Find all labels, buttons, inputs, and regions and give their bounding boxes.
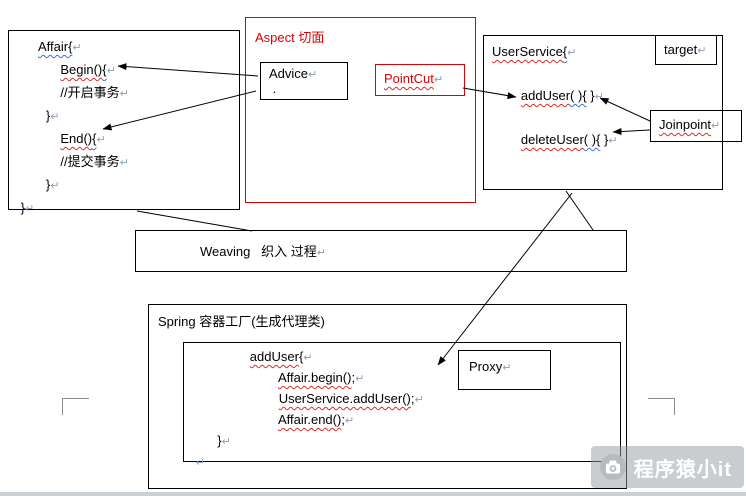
margin-corner-mark-right [648, 398, 675, 415]
spring-factory-title: Spring 容器工厂(生成代理类) [158, 314, 325, 329]
text-line: Joinpoint↵ [659, 117, 721, 132]
pointcut-box: PointCut↵ [375, 64, 465, 96]
text-line: UserService.addUser();↵ [278, 391, 424, 406]
text-line: //开启事务↵ [17, 85, 129, 100]
text-line: Begin(){↵ [60, 62, 116, 77]
text-line [492, 64, 722, 85]
weaving-box: Weaving 织入 过程↵ [135, 230, 627, 272]
text-line: Affair{↵ [37, 39, 82, 54]
text-line: }↵ [17, 200, 35, 215]
text-line: UserService{↵ [492, 44, 577, 59]
watermark: 程序猿小it [590, 446, 744, 488]
spring-factory-box: Spring 容器工厂(生成代理类) [148, 304, 627, 489]
margin-corner-mark-left [62, 398, 89, 415]
line-userservice-to-weaving [565, 190, 594, 231]
text-line: addUser{↵ [249, 349, 313, 364]
text-line: deleteUser( ){ }↵ [520, 132, 618, 147]
text-line: //提交事务↵ [17, 154, 129, 169]
userservice-class-box: UserService{↵ addUser( ){ }↵ deleteUser(… [483, 35, 723, 190]
text-line: Affair.end();↵ [277, 412, 355, 427]
text-line: PointCut↵ [384, 71, 444, 86]
target-box: target↵ [655, 35, 717, 65]
text-line: Affair.begin();↵ [277, 370, 365, 385]
proxy-code-box: addUser{↵ Affair.begin();↵ UserService.a… [183, 342, 621, 469]
page-bottom-edge [0, 492, 746, 496]
text-line: Advice↵ [269, 66, 318, 82]
text-line: . [269, 81, 277, 96]
text-line: }↵ [192, 433, 231, 448]
text-line: ↵ [195, 457, 205, 469]
text-line: }↵ [17, 108, 60, 123]
advice-box: Advice↵ . [260, 62, 348, 100]
text-line: addUser( ){ }↵ [520, 88, 604, 103]
camera-logo-icon [599, 454, 626, 480]
text-line: Weaving 织入 过程↵ [200, 244, 327, 259]
affair-class-box: Affair{↵ Begin(){↵ //开启事务↵ }↵ End(){↵ //… [8, 30, 240, 215]
text-line: Proxy↵ [469, 359, 512, 374]
text-line: target↵ [664, 42, 707, 57]
watermark-text: 程序猿小it [633, 458, 732, 481]
text-line: }↵ [17, 177, 60, 192]
text-line: End(){↵ [60, 131, 106, 146]
joinpoint-box: Joinpoint↵ [650, 110, 742, 142]
aspect-title: Aspect 切面 [255, 30, 325, 45]
proxy-box: Proxy↵ [458, 350, 551, 390]
